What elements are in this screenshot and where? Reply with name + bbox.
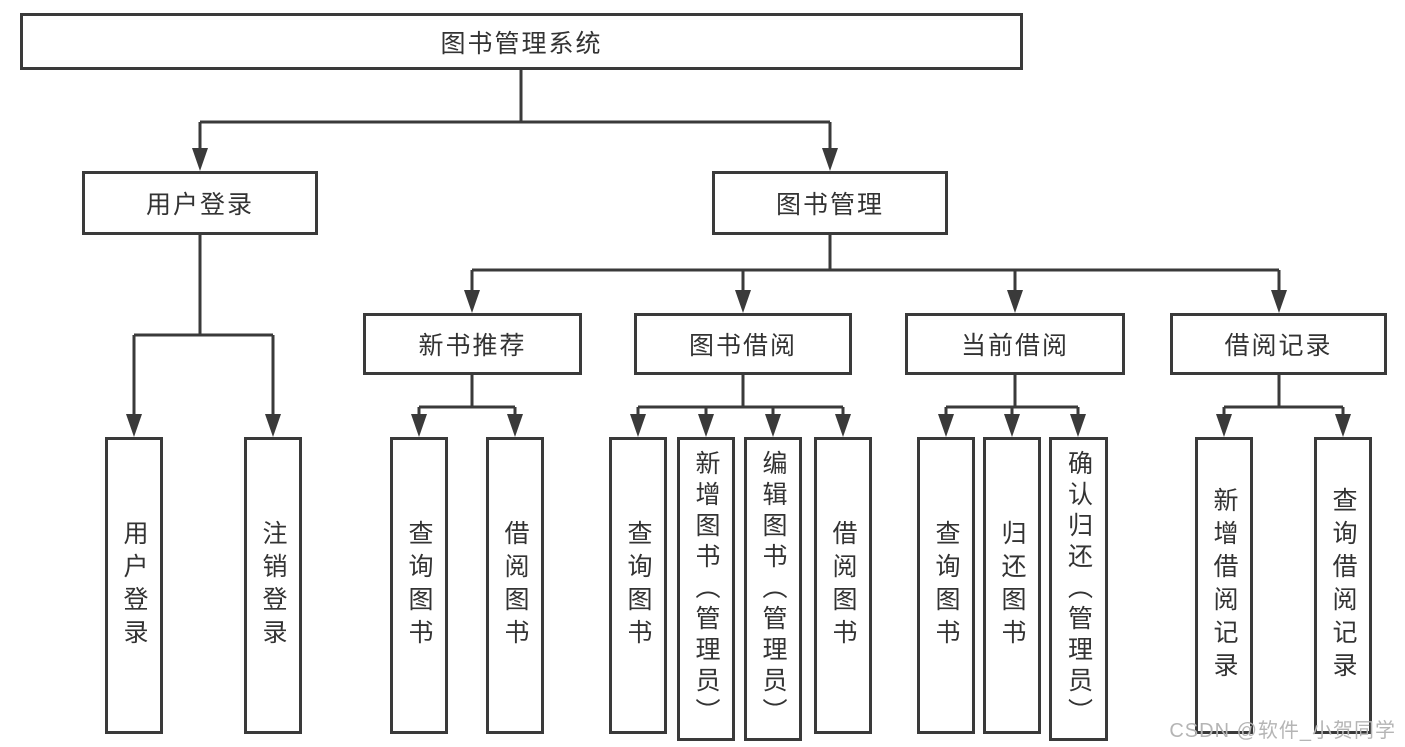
node-book-borrowing: 图书借阅 <box>634 313 852 375</box>
leaf-query-books-recommend: 查询图书 <box>390 437 448 734</box>
node-current-borrowing: 当前借阅 <box>905 313 1125 375</box>
leaf-borrow-books-recommend: 借阅图书 <box>486 437 544 734</box>
node-root: 图书管理系统 <box>20 13 1023 70</box>
leaf-query-books-borrowing: 查询图书 <box>609 437 667 734</box>
node-user-login: 用户登录 <box>82 171 318 235</box>
leaf-edit-books-admin: 编辑图书（管理员） <box>744 437 802 741</box>
leaf-confirm-return-admin: 确认归还（管理员） <box>1049 437 1108 741</box>
node-book-management: 图书管理 <box>712 171 948 235</box>
leaf-borrow-books: 借阅图书 <box>814 437 872 734</box>
leaf-user-login: 用户登录 <box>105 437 163 734</box>
leaf-add-borrow-record: 新增借阅记录 <box>1195 437 1253 734</box>
node-new-book-recommendation: 新书推荐 <box>363 313 582 375</box>
leaf-add-books-admin: 新增图书（管理员） <box>677 437 735 741</box>
leaf-query-borrow-record: 查询借阅记录 <box>1314 437 1372 734</box>
leaf-logout: 注销登录 <box>244 437 302 734</box>
leaf-query-books-current: 查询图书 <box>917 437 975 734</box>
watermark: CSDN @软件_小贺同学 <box>1169 720 1396 742</box>
leaf-return-books: 归还图书 <box>983 437 1041 734</box>
node-borrowing-records: 借阅记录 <box>1170 313 1387 375</box>
